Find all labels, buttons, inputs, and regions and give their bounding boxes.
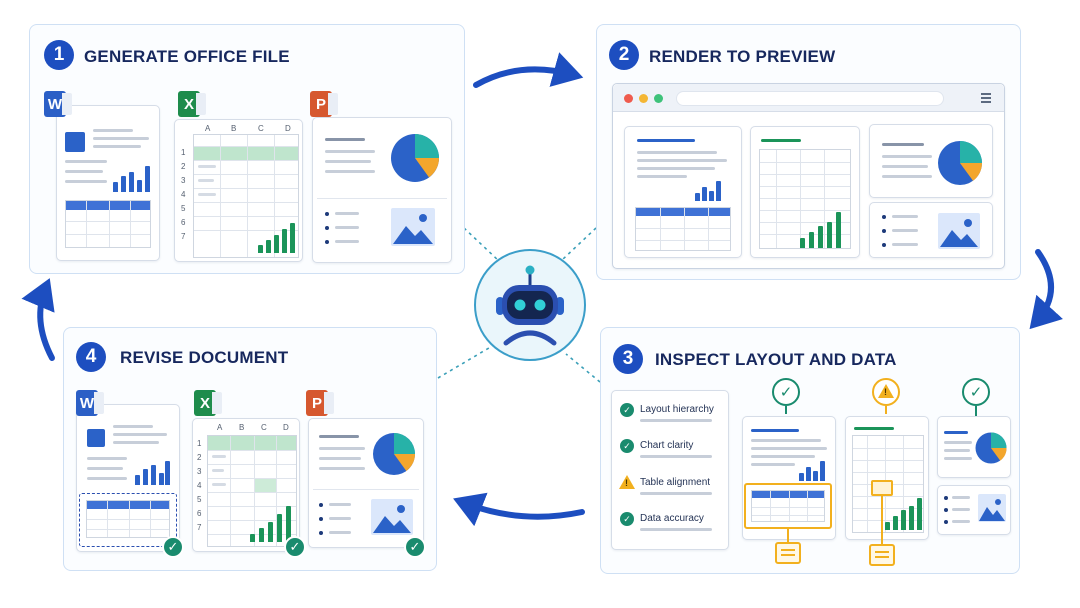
step-title: INSPECT LAYOUT AND DATA	[655, 350, 897, 369]
connector-stage1	[463, 227, 501, 263]
image-icon	[371, 499, 413, 535]
check-circle-icon: ✓	[162, 536, 184, 558]
inspection-checklist: ✓ Layout hierarchy ✓ Chart clarity ! Tab…	[611, 390, 729, 550]
warning-marker: !	[872, 378, 900, 406]
bar-chart-icon	[133, 457, 171, 485]
preview-document	[624, 126, 742, 258]
revised-word-document	[76, 404, 180, 552]
sheet-grid	[193, 134, 299, 258]
preview-sheet-grid	[759, 149, 851, 249]
connector-stage3	[565, 353, 601, 383]
preview-spreadsheet	[750, 126, 860, 258]
warning-triangle-icon: !	[878, 384, 894, 398]
step-title: GENERATE OFFICE FILE	[84, 47, 290, 66]
doc-image-block	[65, 132, 85, 152]
step-title: REVISE DOCUMENT	[120, 348, 289, 367]
arrow-1-to-2	[473, 52, 584, 88]
inspected-slide-top	[937, 416, 1011, 478]
pie-chart-icon	[975, 432, 1007, 464]
preview-window	[612, 83, 1005, 269]
powerpoint-badge: P	[310, 91, 338, 117]
note-icon	[775, 542, 801, 564]
robot-icon	[496, 265, 564, 346]
hamburger-icon[interactable]	[981, 93, 991, 103]
revised-slide	[308, 418, 424, 548]
step-number: 1	[44, 40, 74, 70]
browser-toolbar	[613, 84, 1004, 112]
check-circle-icon: ✓	[620, 439, 634, 453]
green-bar-chart-icon	[248, 502, 294, 542]
preview-table	[635, 207, 731, 251]
step-title: RENDER TO PREVIEW	[649, 47, 836, 66]
excel-spreadsheet: A B C D 1 2 3 4 5 6 7	[174, 119, 303, 262]
check-circle-icon: ✓	[284, 536, 306, 558]
preview-slide-top	[869, 124, 993, 198]
arrow-3-to-4	[453, 492, 585, 527]
check-circle-icon: ✓	[620, 512, 634, 526]
green-bar-chart-icon	[883, 492, 923, 530]
bar-chart-icon	[111, 164, 151, 192]
arrow-2-to-3	[1029, 249, 1064, 330]
bar-chart-icon	[695, 179, 727, 201]
word-badge: W	[44, 91, 72, 117]
checklist-item-table: Table alignment	[640, 477, 711, 488]
note-icon	[869, 544, 895, 566]
stage-inspect-layout-and-data: 3 INSPECT LAYOUT AND DATA ✓ Layout hiera…	[600, 327, 1020, 574]
image-icon	[391, 208, 435, 246]
stage-generate-office-file: 1 GENERATE OFFICE FILE W X A B C D 1 2	[29, 24, 465, 274]
check-circle-icon: ✓	[620, 403, 634, 417]
stage-render-to-preview: 2 RENDER TO PREVIEW	[596, 24, 1021, 280]
arrow-4-to-1	[21, 278, 55, 361]
checklist-item-chart: Chart clarity	[640, 440, 694, 451]
excel-badge: X	[178, 91, 206, 117]
powerpoint-slide	[312, 117, 452, 263]
assistant-robot	[474, 249, 586, 361]
check-circle-icon: ✓	[772, 378, 800, 406]
image-icon	[978, 494, 1006, 522]
stage-revise-document: 4 REVISE DOCUMENT W ✓ X A B C D 1	[63, 327, 437, 571]
connector-stage2	[561, 227, 597, 261]
check-circle-icon: ✓	[962, 378, 990, 406]
highlighted-cell	[871, 480, 893, 496]
revised-table-highlight	[79, 493, 177, 547]
highlighted-table	[744, 483, 832, 529]
bar-chart-icon	[799, 461, 827, 481]
inspected-slide-bottom	[937, 485, 1011, 535]
checklist-item-data: Data accuracy	[640, 513, 704, 524]
preview-slide-bottom	[869, 202, 993, 258]
word-document	[56, 105, 160, 261]
step-number: 4	[76, 342, 106, 372]
warning-triangle-icon: !	[619, 475, 635, 489]
step-number: 3	[613, 344, 643, 374]
pie-chart-icon	[391, 134, 439, 182]
check-circle-icon: ✓	[404, 536, 426, 558]
green-bar-chart-icon	[798, 202, 850, 248]
pie-chart-icon	[938, 141, 983, 185]
revised-spreadsheet: A B C D 1 2 3 4 5 6 7	[192, 418, 300, 552]
doc-table	[65, 200, 151, 248]
word-badge: W	[76, 390, 104, 416]
excel-badge: X	[194, 390, 222, 416]
inspected-spreadsheet	[845, 416, 929, 540]
checklist-item-layout: Layout hierarchy	[640, 404, 714, 415]
pie-chart-icon	[373, 433, 415, 475]
powerpoint-badge: P	[306, 390, 334, 416]
green-bar-chart-icon	[256, 221, 296, 253]
image-icon	[938, 213, 980, 249]
address-bar[interactable]	[676, 91, 944, 106]
step-number: 2	[609, 40, 639, 70]
